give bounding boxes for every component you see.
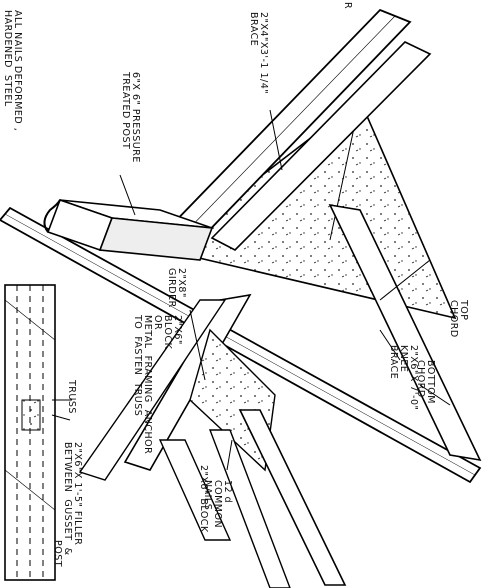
nails-note: ALL NAILS DEFORMED , HARDENED STEEL [2,10,23,132]
top-chord-label: TOP CHORD [448,300,469,338]
treated-post [43,198,214,261]
top-board [210,41,432,251]
leader-lines [51,109,451,471]
bottom-chord-label: BOTTOM CHORD [415,360,436,404]
post-lower-label: POST [52,540,63,568]
bottom-chord [0,206,482,484]
truss-label: TRUSS [66,380,77,414]
knee-brace [328,203,482,462]
common-nails-label: 12 d COMMON NAILS [202,480,233,529]
lower-rafters [158,409,347,588]
corner-label: R [342,2,353,10]
filler-label: 2"X6"X 1'-5" FILLER BETWEEN GUSSET & [62,442,83,556]
brace-label: 2"X4"X3'-1 1/4" BRACE [248,12,269,95]
post-label: 6"X 6" PRESSURE TREATED POST [120,72,141,163]
vertical-post [4,284,56,581]
block-anchor-label: 2"X6" BLOCK OR METAL FRAMING ANCHOR TO F… [132,315,183,455]
girder-label: 2"X8" GIRDER [166,268,187,308]
knee-brace-label: 2"X6"X 7'-0" KNEE BRACE [388,345,419,411]
